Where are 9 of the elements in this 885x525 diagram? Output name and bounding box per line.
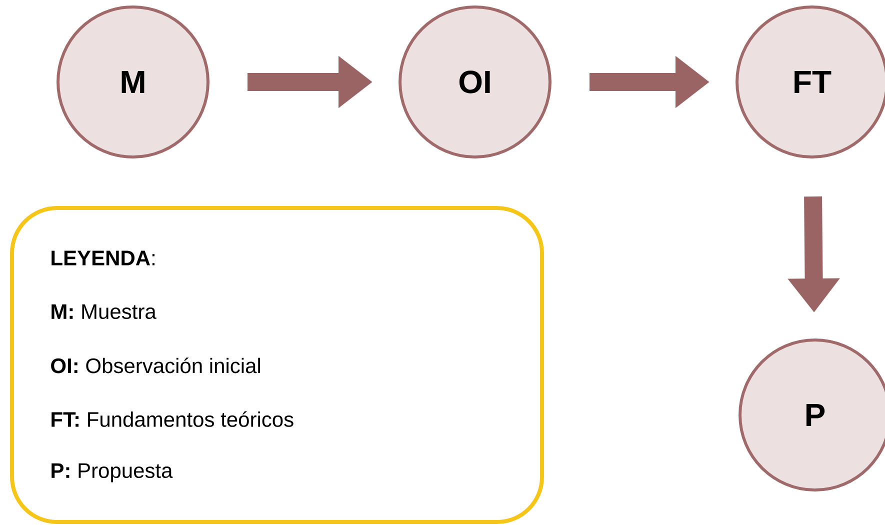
circle-node: FT — [736, 6, 885, 158]
legend-entry: P: Propuesta — [52, 463, 173, 482]
legend-entry: FT: Fundamentos teóricos — [52, 411, 294, 427]
circle-node: M — [56, 6, 210, 158]
circle-node: P — [738, 338, 885, 492]
legend-entry: OI: Observación inicial — [51, 358, 260, 374]
legend-entry: LEYENDA: — [52, 250, 154, 266]
circle-node: OI — [398, 6, 552, 158]
legend-entry: M: Muestra — [52, 304, 156, 320]
